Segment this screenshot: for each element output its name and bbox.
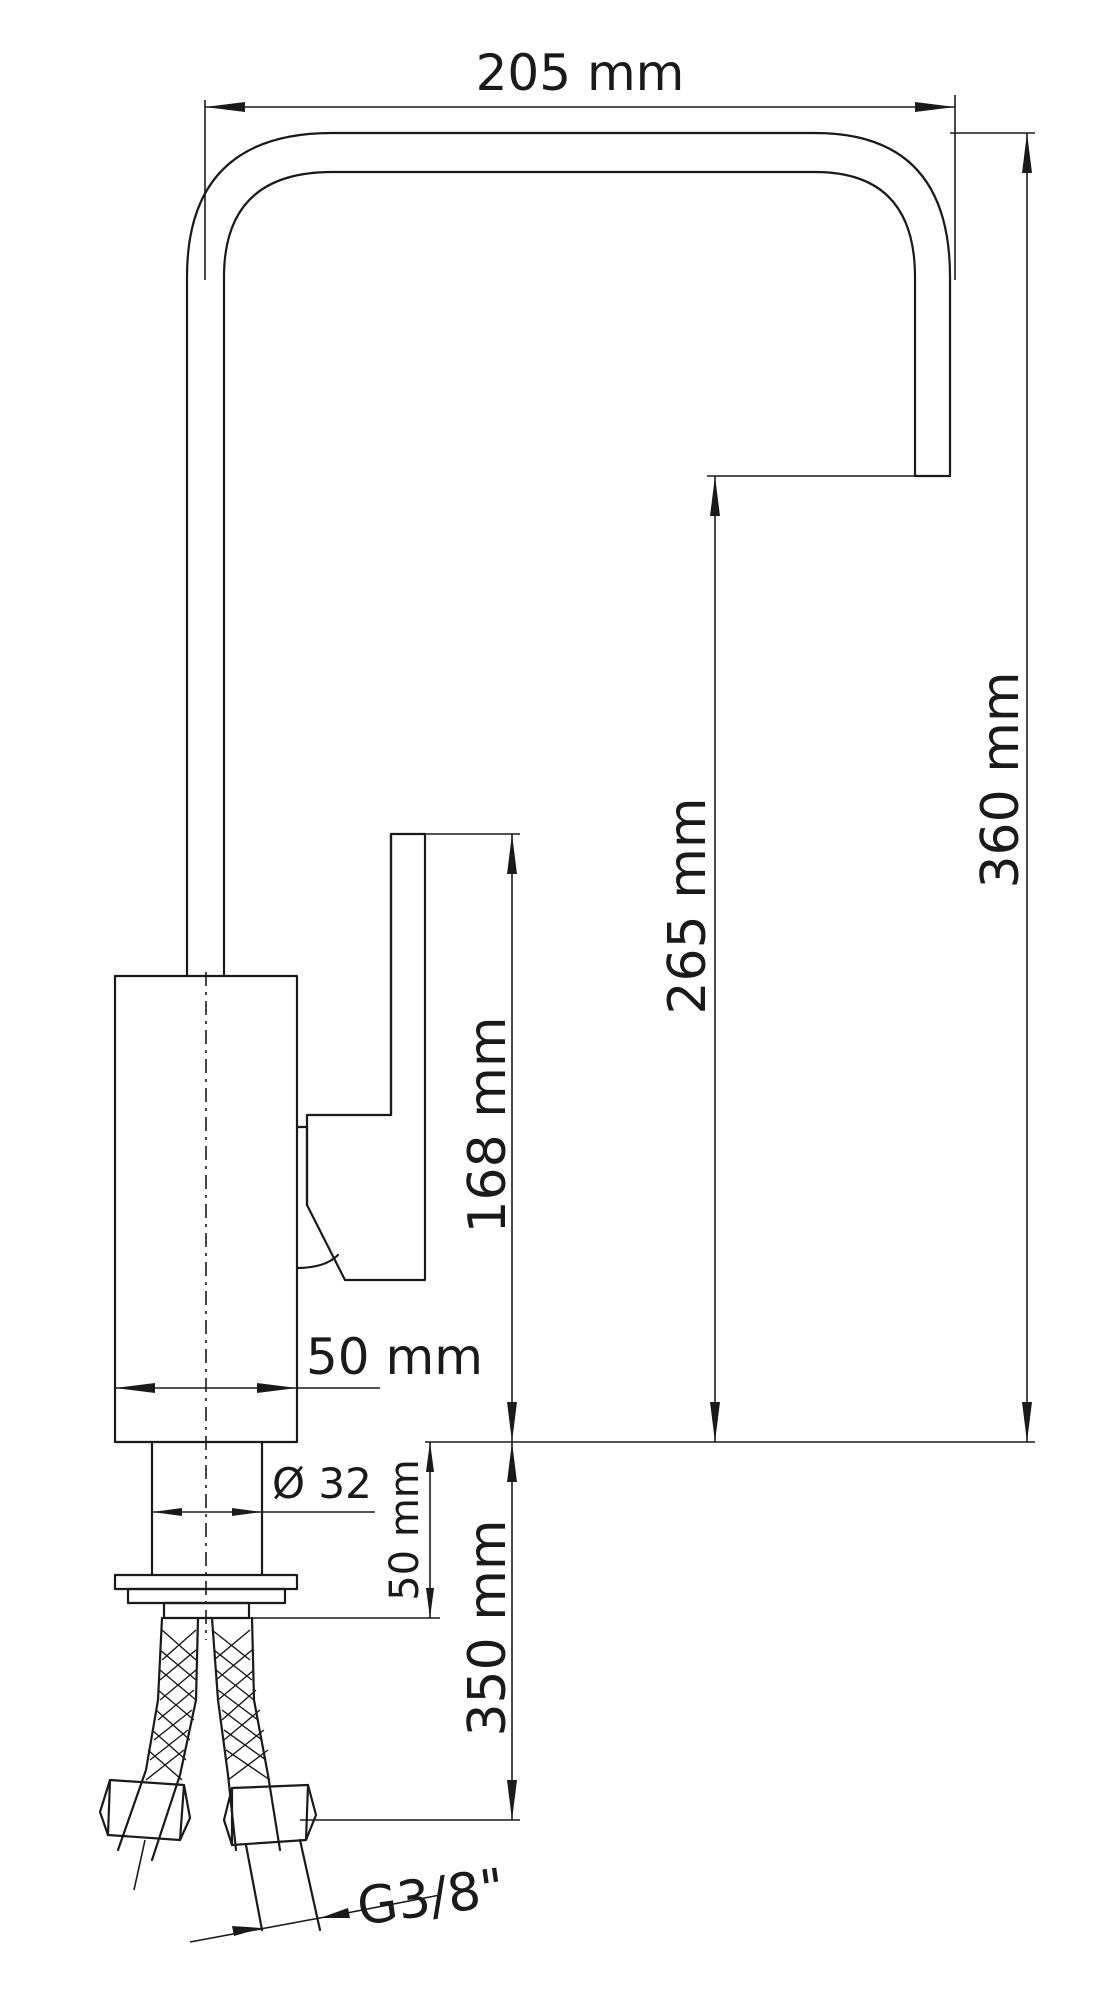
dimension-label-hose-length: 350 mm	[458, 1519, 518, 1736]
dimension-label-height-lever: 168 mm	[458, 1016, 518, 1233]
dimension-shank-length: 50 mm	[249, 1442, 440, 1619]
dimension-label-body-width: 50 mm	[306, 1328, 483, 1386]
dimension-width-top: 205 mm	[204, 44, 956, 280]
dimension-body-width: 50 mm	[115, 1328, 483, 1393]
dimension-shank-diameter: Ø 32	[152, 1459, 375, 1516]
dimension-label-shank-length: 50 mm	[382, 1459, 428, 1601]
dimension-height-lever: 168 mm	[425, 833, 520, 1442]
spout	[185, 131, 952, 978]
lever-handle	[295, 832, 427, 1282]
dimension-label-height-total: 360 mm	[971, 671, 1031, 888]
dimension-height-spout: 265 mm	[658, 475, 915, 1442]
supply-hoses	[98, 1616, 322, 1932]
dimension-label-shank-diameter: Ø 32	[272, 1459, 372, 1508]
dimension-label-height-spout: 265 mm	[658, 797, 718, 1014]
dimension-hose-length: 350 mm	[300, 1442, 520, 1821]
dimension-height-total: 360 mm	[425, 132, 1035, 1443]
dimension-thread: G3/8"	[189, 1858, 508, 1943]
dimension-label-thread: G3/8"	[353, 1858, 508, 1938]
dimension-label-width-top: 205 mm	[476, 44, 685, 102]
